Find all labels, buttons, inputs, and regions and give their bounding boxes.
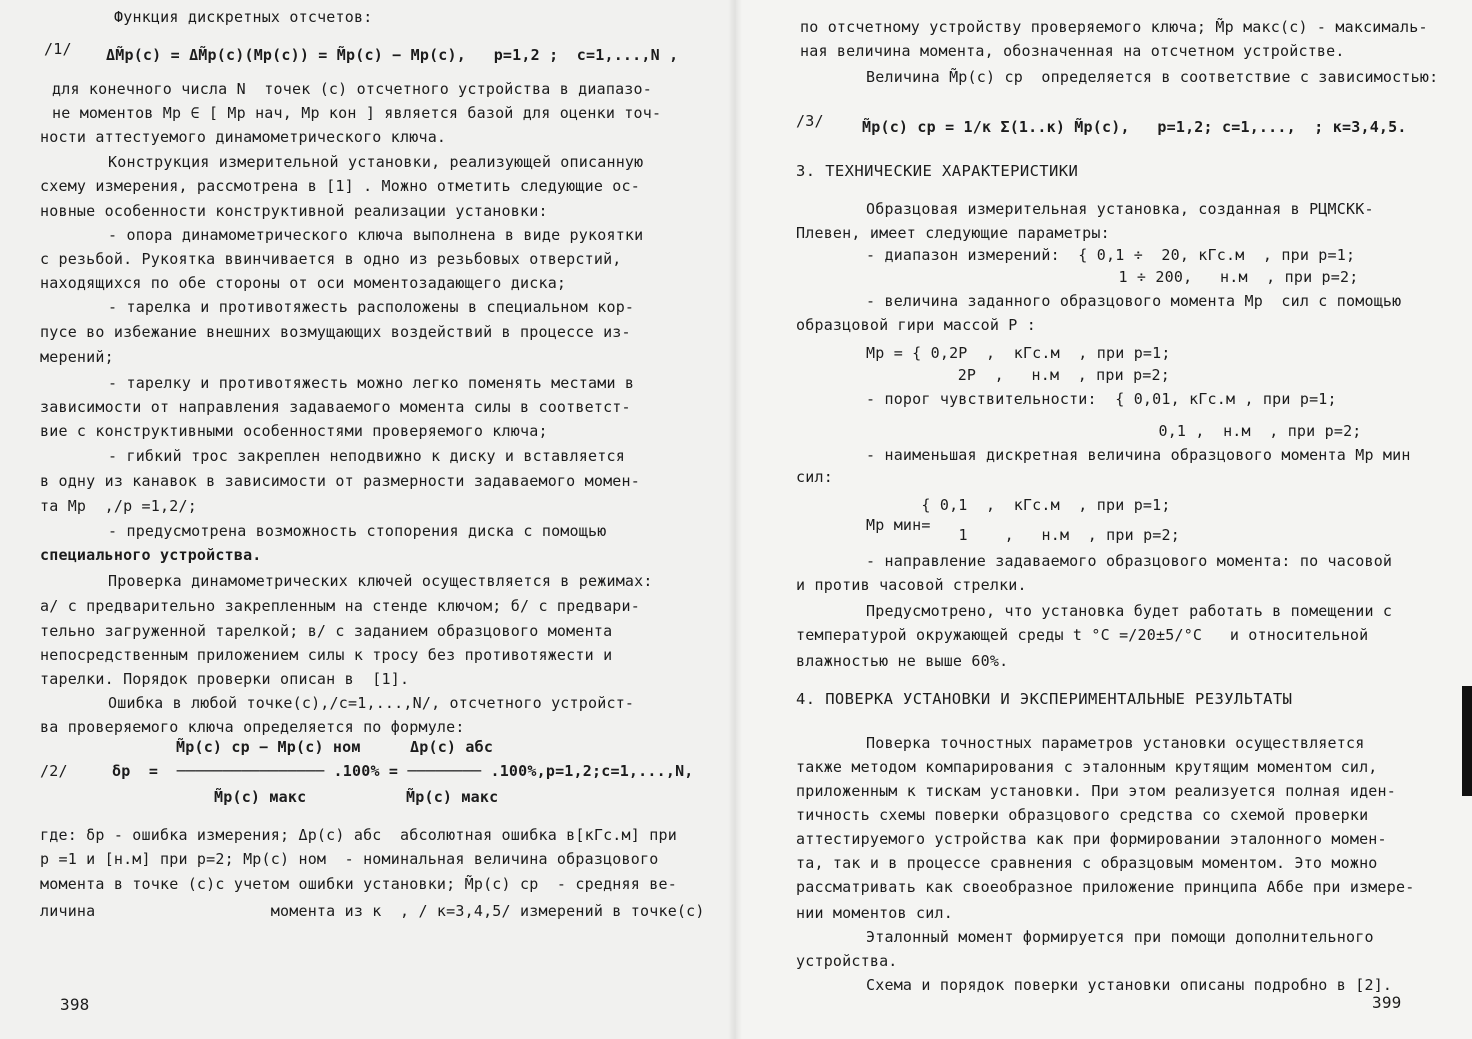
right-page-text-line: температурой окружающей среды t °C =/20±… [796,626,1369,644]
right-page-text-line: Образцовая измерительная установка, созд… [866,200,1374,218]
right-page-text-line: нии моментов сил. [796,904,953,922]
right-page-text-line: приложенным к тискам установки. При этом… [796,782,1396,800]
book-gutter [728,0,742,1039]
left-page-text-line: тельно загруженной тарелкой; в/ с задани… [40,622,613,640]
left-page-text-line: ΔM̃p(c) = ΔM̃p(c)(Mp(c)) = M̃p(c) − Mp(c… [106,46,679,64]
right-page-text-line: Mp мин= [866,516,931,534]
left-page-text-line: - предусмотрена возможность стопорения д… [108,522,607,540]
left-page-text-line: M̃p(c) макс [214,788,307,806]
left-page-text-line: /1/ [44,40,72,58]
left-page-text-line: схему измерения, рассмотрена в [1] . Мож… [40,177,640,195]
right-page-text-line: Плевен, имеет следующие параметры: [796,224,1110,242]
right-page-text-line: влажностью не выше 60%. [796,652,1009,670]
right-page-text-line: { 0,1 , кГс.м , при p=1; [866,496,1171,514]
right-page-text-line: также методом компарирования с эталонным… [796,758,1378,776]
right-page [736,0,1472,1039]
left-page-text-line: находящихся по обе стороны от оси момент… [40,274,567,292]
left-page-text-line: мерений; [40,348,114,366]
edge-tab-mark [1462,686,1472,796]
right-page-text-line: ная величина момента, обозначенная на от… [800,42,1345,60]
right-page-text-line: 1 , н.м , при p=2; [940,526,1180,544]
left-page-text-line: тарелки. Порядок проверки описан в [1]. [40,670,410,688]
right-page-text-line: - величина заданного образцового момента… [866,292,1402,310]
right-page-text-line: - наименьшая дискретная величина образцо… [866,446,1411,464]
right-page-text-line: та, так и в процессе сравнения с образцо… [796,854,1378,872]
left-page-text-line: не моментов Mp ∈ [ Mp нач, Mp кон ] явля… [52,104,662,122]
right-page-text-line: - направление задаваемого образцового мо… [866,552,1393,570]
left-page-text-line: Δp(c) абс [410,738,494,756]
right-page-text-line: Mp = { 0,2P , кГс.м , при p=1; [866,344,1171,362]
right-page-text-line: сил: [796,468,833,486]
left-page-text-line: зависимости от направления задаваемого м… [40,398,631,416]
left-page-text-line: p =1 и [н.м] при p=2; Mp(c) ном - номина… [40,850,659,868]
right-page-text-line: - диапазон измерений: { 0,1 ÷ 20, кГс.м … [866,246,1356,264]
right-page-text-line: устройства. [796,952,898,970]
left-page-text-line: M̃p(c) макс [406,788,499,806]
right-page-section-heading: 3. ТЕХНИЧЕСКИЕ ХАРАКТЕРИСТИКИ [796,162,1079,180]
left-page-text-line: ности аттестуемого динамометрического кл… [40,128,447,146]
left-page-text-line: личина момента из к , / к=3,4,5/ измерен… [40,902,705,920]
left-page-text-line: Функция дискретных отсчетов: [114,8,373,26]
left-page-text-line: в одну из канавок в зависимости от разме… [40,472,640,490]
left-page-text-line: специального устройства. [40,546,262,564]
left-page-text-line: /2/ [40,762,68,780]
left-page-text-line: где: δp - ошибка измерения; Δp(c) абс аб… [40,826,677,844]
right-page-number: 399 [1372,993,1402,1012]
right-page-text-line: 2P , н.м , при p=2; [930,366,1170,384]
right-page-text-line: по отсчетному устройству проверяемого кл… [800,18,1428,36]
left-page-text-line: для конечного числа N точек (c) отсчетно… [52,80,652,98]
right-page-text-line: Величина M̃p(c) ср определяется в соотве… [866,68,1439,86]
left-page-text-line: момента в точке (c)с учетом ошибки устан… [40,875,677,893]
left-page-number: 398 [60,995,90,1014]
left-page-text-line: - тарелку и противотяжесть можно легко п… [108,374,635,392]
left-page-text-line: - тарелка и противотяжесть расположены в… [108,298,635,316]
right-page-text-line: аттестируемого устройства как при формир… [796,830,1387,848]
right-page-text-line: и против часовой стрелки. [796,576,1027,594]
left-page-text-line: M̃p(c) ср − Mp(c) ном [176,738,361,756]
right-page-text-line: 0,1 , н.м , при p=2; [1140,422,1362,440]
left-page-text-line: - опора динамометрического ключа выполне… [108,226,644,244]
right-page-text-line: рассматривать как своеобразное приложени… [796,878,1415,896]
right-page-text-line: - порог чувствительности: { 0,01, кГс.м … [866,390,1337,408]
left-page-text-line: пусе во избежание внешних возмущающих во… [40,323,631,341]
right-page-text-line: Предусмотрено, что установка будет работ… [866,602,1393,620]
right-page-section-heading: 4. ПОВЕРКА УСТАНОВКИ И ЭКСПЕРИМЕНТАЛЬНЫЕ… [796,690,1293,708]
left-page-text-line: Ошибка в любой точке(c),/c=1,...,N/, отс… [108,694,635,712]
left-page-text-line: та Mp ,/p =1,2/; [40,497,197,515]
right-page-text-line: образцовой гири массой P : [796,316,1036,334]
left-page-text-line: Конструкция измерительной установки, реа… [108,153,644,171]
left-page-text-line: а/ с предварительно закрепленным на стен… [40,597,640,615]
left-page [0,0,736,1039]
right-page-text-line: тичность схемы поверки образцового средс… [796,806,1369,824]
right-page-text-line: Поверка точностных параметров установки … [866,734,1365,752]
left-page-text-line: δp = ──────────────── .100% = ──────── .… [112,762,694,780]
left-page-text-line: с резьбой. Рукоятка ввинчивается в одно … [40,250,622,268]
left-page-text-line: - гибкий трос закреплен неподвижно к дис… [108,447,625,465]
right-page-text-line: 1 ÷ 200, н.м , при p=2; [1100,268,1359,286]
right-page-text-line: Схема и порядок поверки установки описан… [866,976,1393,994]
right-page-text-line: Эталонный момент формируется при помощи … [866,928,1374,946]
right-page-text-line: M̃p(c) ср = 1/к Σ(1..к) M̃p(c), p=1,2; c… [862,118,1407,136]
right-page-text-line: /3/ [796,112,824,130]
left-page-text-line: новные особенности конструктивной реализ… [40,202,548,220]
left-page-text-line: Проверка динамометрических ключей осущес… [108,572,653,590]
left-page-text-line: непосредственным приложением силы к трос… [40,646,613,664]
left-page-text-line: вие с конструктивными особенностями пров… [40,422,548,440]
left-page-text-line: ва проверяемого ключа определяется по фо… [40,718,465,736]
